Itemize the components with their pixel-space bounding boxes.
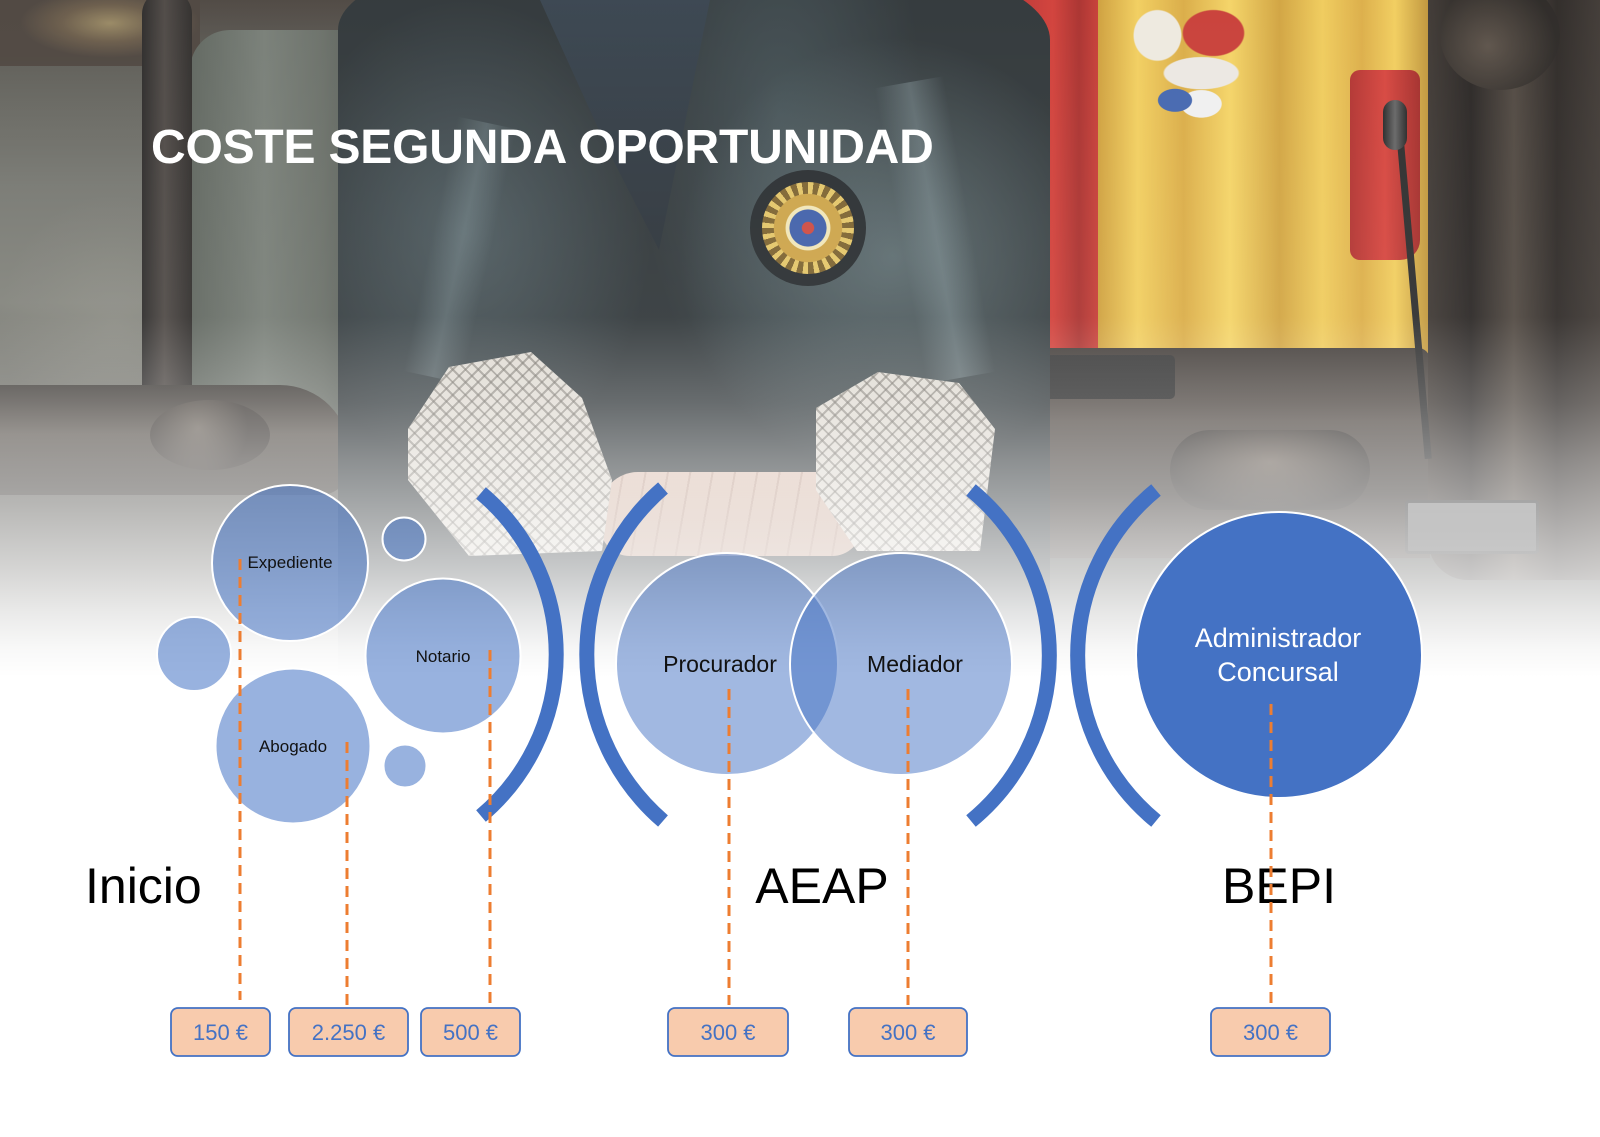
cost-box-mediador: 300 €: [848, 1007, 968, 1057]
label-notario: Notario: [416, 647, 471, 666]
cost-box-notario: 500 €: [420, 1007, 521, 1057]
cost-amount: 300 €: [1243, 1020, 1298, 1045]
cost-amount: 2.250 €: [312, 1020, 385, 1045]
stage-label-bepi: BEPI: [1222, 858, 1336, 914]
cost-box-abogado: 2.250 €: [288, 1007, 409, 1057]
cost-box-frame: [667, 1007, 789, 1057]
inicio-closing-bracket-arc: [476, 487, 564, 822]
circle-mediador: [789, 552, 1013, 776]
bepi-opening-bracket-arc: [1070, 484, 1161, 827]
label-concursal: Concursal: [1217, 657, 1339, 687]
circle-administrador-concursal: [1135, 511, 1423, 799]
label-abogado: Abogado: [259, 737, 327, 756]
stage-label-aeap: AEAP: [755, 858, 888, 914]
inicio-bubble-cluster: Expediente Notario Abogado: [156, 484, 522, 825]
aeap-closing-bracket-arc: [966, 484, 1057, 827]
label-administrador: Administrador: [1195, 623, 1362, 653]
bubble-expediente: [211, 484, 369, 642]
bepi-circle-group: Administrador Concursal: [1135, 511, 1423, 799]
cost-amount: 500 €: [443, 1020, 498, 1045]
stage-label-inicio: Inicio: [85, 858, 202, 914]
bubble-small-bottom: [382, 743, 428, 789]
bubble-small-top: [381, 516, 427, 562]
bubble-abogado: [214, 667, 372, 825]
cost-amount: 150 €: [193, 1020, 248, 1045]
label-mediador: Mediador: [867, 651, 963, 677]
bubble-notario: [364, 577, 522, 735]
cost-box-expediente: 150 €: [170, 1007, 271, 1057]
cost-box-frame: [1210, 1007, 1331, 1057]
label-procurador: Procurador: [663, 651, 777, 677]
cost-box-frame: [170, 1007, 271, 1057]
cost-box-frame: [848, 1007, 968, 1057]
label-expediente: Expediente: [247, 553, 332, 572]
bubble-small-left: [156, 616, 232, 692]
aeap-venn: Procurador Mediador: [615, 552, 1013, 776]
aeap-opening-bracket-arc: [579, 482, 668, 827]
cost-box-administrador-concursal: 300 €: [1210, 1007, 1331, 1057]
cost-box-frame: [420, 1007, 521, 1057]
cost-amount: 300 €: [700, 1020, 755, 1045]
slide-title: COSTE SEGUNDA OPORTUNIDAD: [151, 121, 934, 174]
cost-box-frame: [288, 1007, 409, 1057]
cost-amount: 300 €: [880, 1020, 935, 1045]
cost-box-procurador: 300 €: [667, 1007, 789, 1057]
